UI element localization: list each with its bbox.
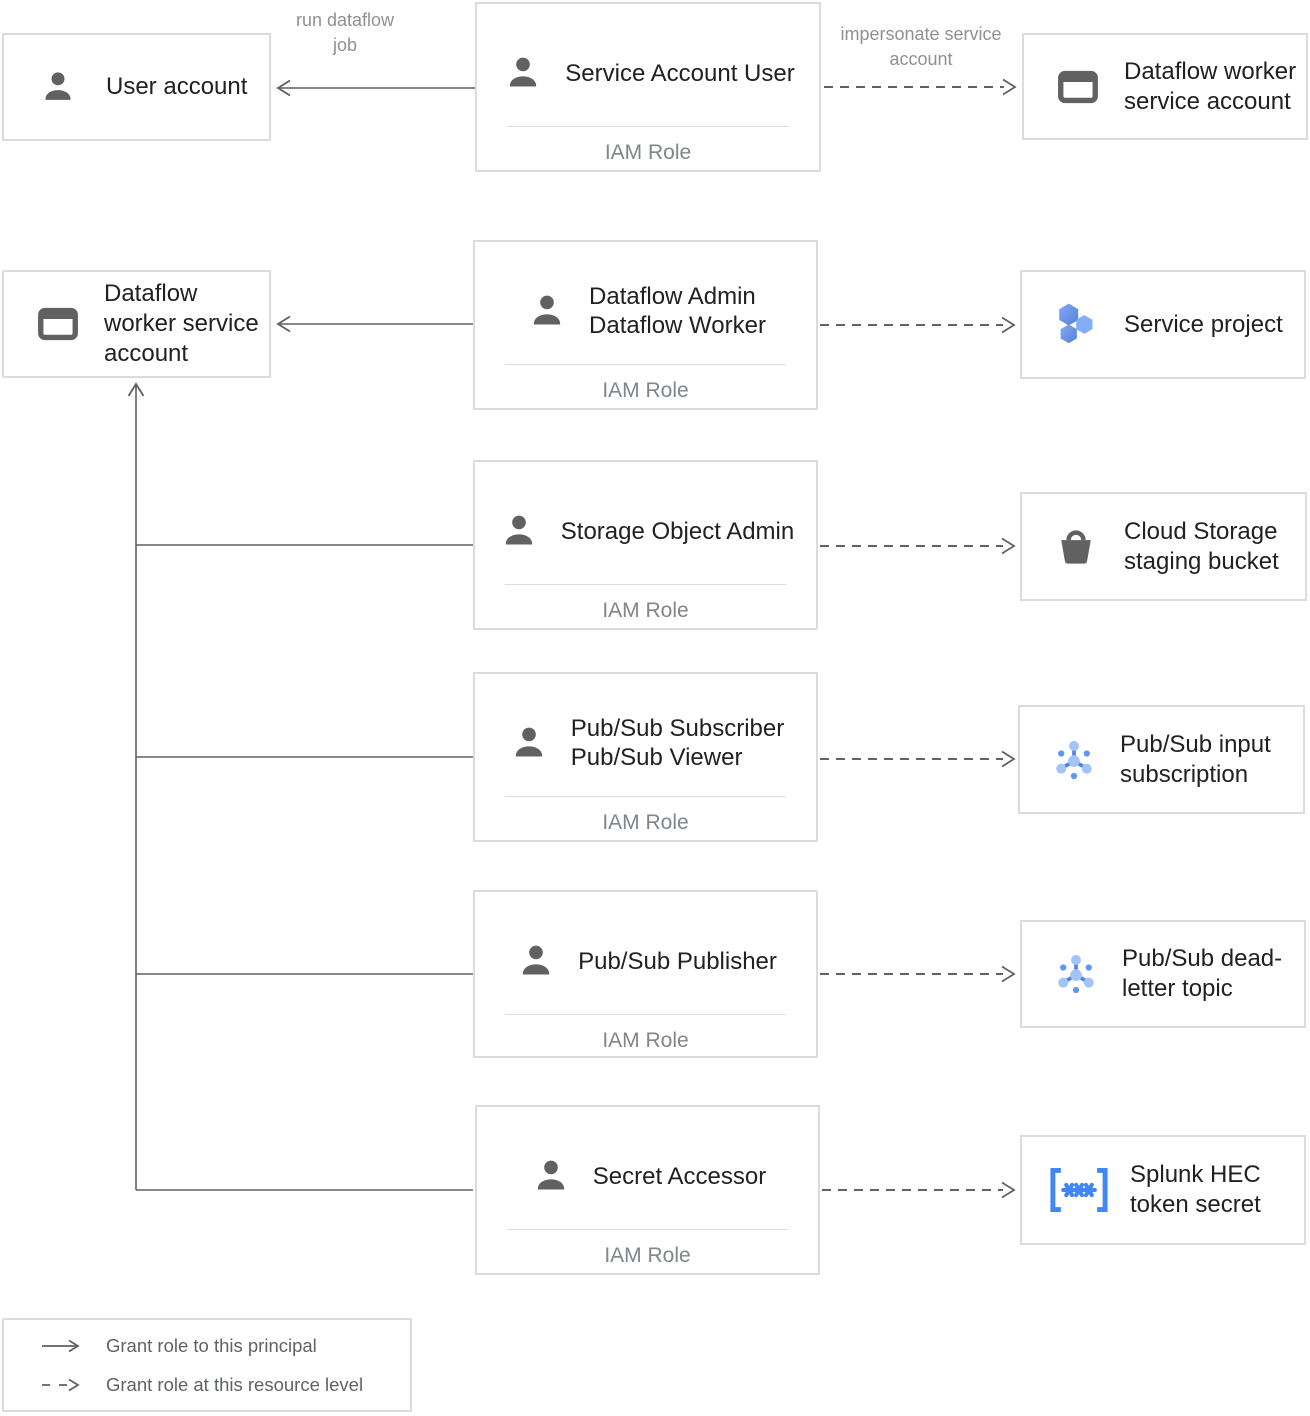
node-label: Dataflow worker service account — [104, 280, 259, 367]
edge-impersonate-service-account — [824, 78, 1017, 96]
role-title-line1: Dataflow Admin — [589, 283, 756, 310]
divider — [505, 364, 786, 365]
node-storage-object-admin: Storage Object Admin IAM Role — [473, 460, 818, 630]
divider — [505, 1014, 786, 1015]
node-label: User account — [106, 73, 248, 100]
node-service-account-user: Service Account User IAM Role — [475, 2, 821, 172]
legend-solid-label: Grant role to this principal — [106, 1334, 317, 1356]
iam-role-label: IAM Role — [604, 141, 692, 164]
node-secret-accessor: Secret Accessor IAM Role — [475, 1105, 820, 1275]
node-dataflow-worker-service-account-left: Dataflow worker service account — [2, 270, 271, 378]
divider — [507, 126, 789, 127]
node-pubsub-publisher: Pub/Sub Publisher IAM Role — [473, 890, 818, 1058]
person-icon — [529, 1155, 573, 1197]
role-title-line2: Pub/Sub Viewer — [570, 744, 743, 771]
node-label: Service project — [1124, 310, 1283, 338]
role-title: Pub/Sub Publisher — [578, 947, 777, 975]
role-title: Storage Object Admin — [560, 517, 795, 545]
role-title-line2: Dataflow Worker — [589, 312, 766, 339]
iam-role-label: IAM Role — [602, 1029, 689, 1052]
node-service-project: Service project — [1020, 270, 1306, 379]
dashed-arrow-icon — [42, 1378, 80, 1391]
person-icon — [501, 52, 545, 94]
legend-dashed-label: Grant role at this resource level — [106, 1373, 364, 1395]
node-dataflow-worker-service-account-top: Dataflow worker service account — [1022, 33, 1308, 140]
node-pubsub-input-subscription: Pub/Sub input subscription — [1018, 705, 1305, 814]
storage-bucket-icon — [1050, 524, 1102, 570]
node-label: Splunk HEC token secret — [1130, 1161, 1261, 1218]
legend-row-dashed: Grant role at this resource level — [40, 1374, 410, 1396]
role-title: Service Account User — [565, 59, 795, 87]
person-icon — [514, 940, 558, 982]
node-cloud-storage-staging-bucket: Cloud Storage staging bucket — [1020, 492, 1307, 601]
divider — [505, 796, 786, 797]
service-project-icon — [1050, 300, 1102, 350]
person-icon — [32, 67, 84, 107]
legend-row-solid: Grant role to this principal — [40, 1335, 410, 1357]
edge-dataflow-admin-to-worker-sa — [276, 315, 473, 333]
trunk-to-dataflow-worker-sa — [127, 382, 145, 1190]
person-icon — [525, 290, 569, 332]
edge-to-service-project — [820, 316, 1016, 334]
edge-run-dataflow-job — [276, 79, 475, 97]
service-account-window-icon — [32, 301, 84, 347]
iam-role-label: IAM Role — [602, 599, 689, 622]
edge-label-run-dataflow-job: run dataflow job — [295, 10, 395, 55]
divider — [507, 1229, 788, 1230]
iam-role-label: IAM Role — [602, 811, 689, 834]
pubsub-icon — [1048, 734, 1100, 786]
role-title: Secret Accessor — [592, 1162, 767, 1190]
person-icon — [497, 510, 541, 552]
legend: Grant role to this principal Grant role … — [2, 1318, 412, 1412]
solid-arrow-icon — [42, 1339, 80, 1352]
node-label: Dataflow worker service account — [1124, 57, 1297, 115]
person-icon — [507, 722, 551, 764]
divider — [505, 584, 786, 585]
node-label: Pub/Sub dead-letter topic — [1122, 945, 1283, 1002]
iam-role-label: IAM Role — [604, 1244, 691, 1267]
iam-role-label: IAM Role — [602, 379, 689, 402]
node-label: Pub/Sub input subscription — [1120, 730, 1271, 788]
node-label: Cloud Storage staging bucket — [1124, 517, 1279, 575]
secret-icon — [1044, 1161, 1114, 1219]
service-account-window-icon — [1052, 64, 1104, 110]
role-title-line1: Pub/Sub Subscriber — [570, 715, 785, 742]
pubsub-icon — [1050, 948, 1102, 1000]
node-splunk-hec-token-secret: Splunk HEC token secret — [1020, 1135, 1306, 1245]
node-pubsub-dead-letter-topic: Pub/Sub dead-letter topic — [1020, 920, 1306, 1028]
node-user-account: User account — [2, 33, 271, 141]
edge-label-impersonate-service-account: impersonate service account — [840, 24, 1002, 69]
